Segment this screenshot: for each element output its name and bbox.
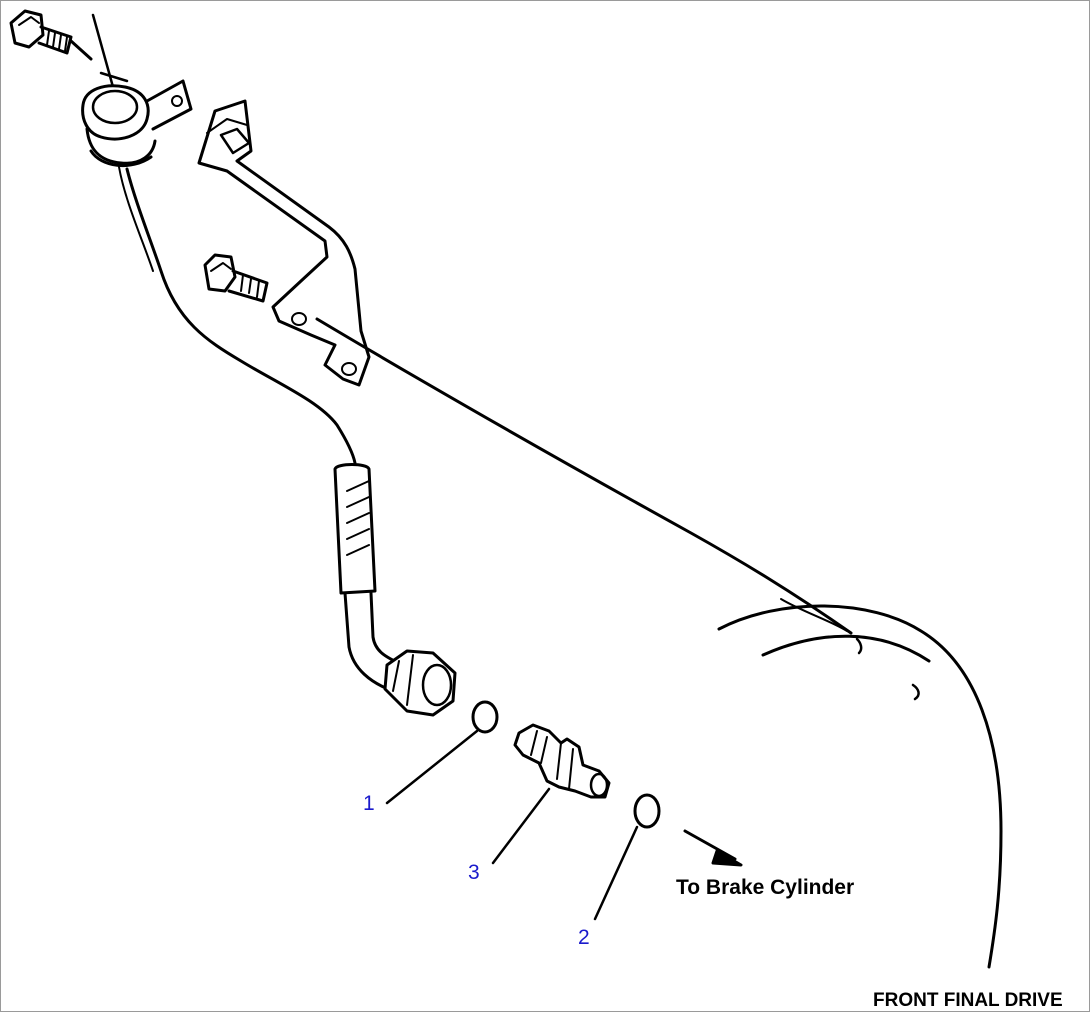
brake-line-edge [780,598,848,632]
top-bolt [9,9,93,61]
leader-line-1 [385,729,479,805]
o-ring-2 [633,793,661,829]
hose-end-nut [383,649,457,717]
callout-label-3: 3 [468,861,480,884]
leader-line-2 [593,825,639,921]
adapter-fitting [513,723,611,799]
final-drive-housing [717,604,1003,969]
pipe-clamp [81,79,193,168]
brake-hose [333,463,405,693]
brake-tube-edge [118,166,154,272]
callout-label-2: 2 [578,926,590,949]
callout-label-1: 1 [363,792,375,815]
brake-direction-arrow [683,829,743,867]
brake-tube [125,167,357,465]
middle-bolt [203,253,269,303]
top-leader-tick [99,71,129,83]
mounting-bracket [197,99,371,387]
diagram-title: FRONT FINAL DRIVE [873,990,1063,1011]
brake-line-to-axle [315,317,853,635]
o-ring-1 [471,700,499,734]
to-brake-cylinder-note: To Brake Cylinder [676,876,855,899]
leader-line-3 [491,787,551,865]
